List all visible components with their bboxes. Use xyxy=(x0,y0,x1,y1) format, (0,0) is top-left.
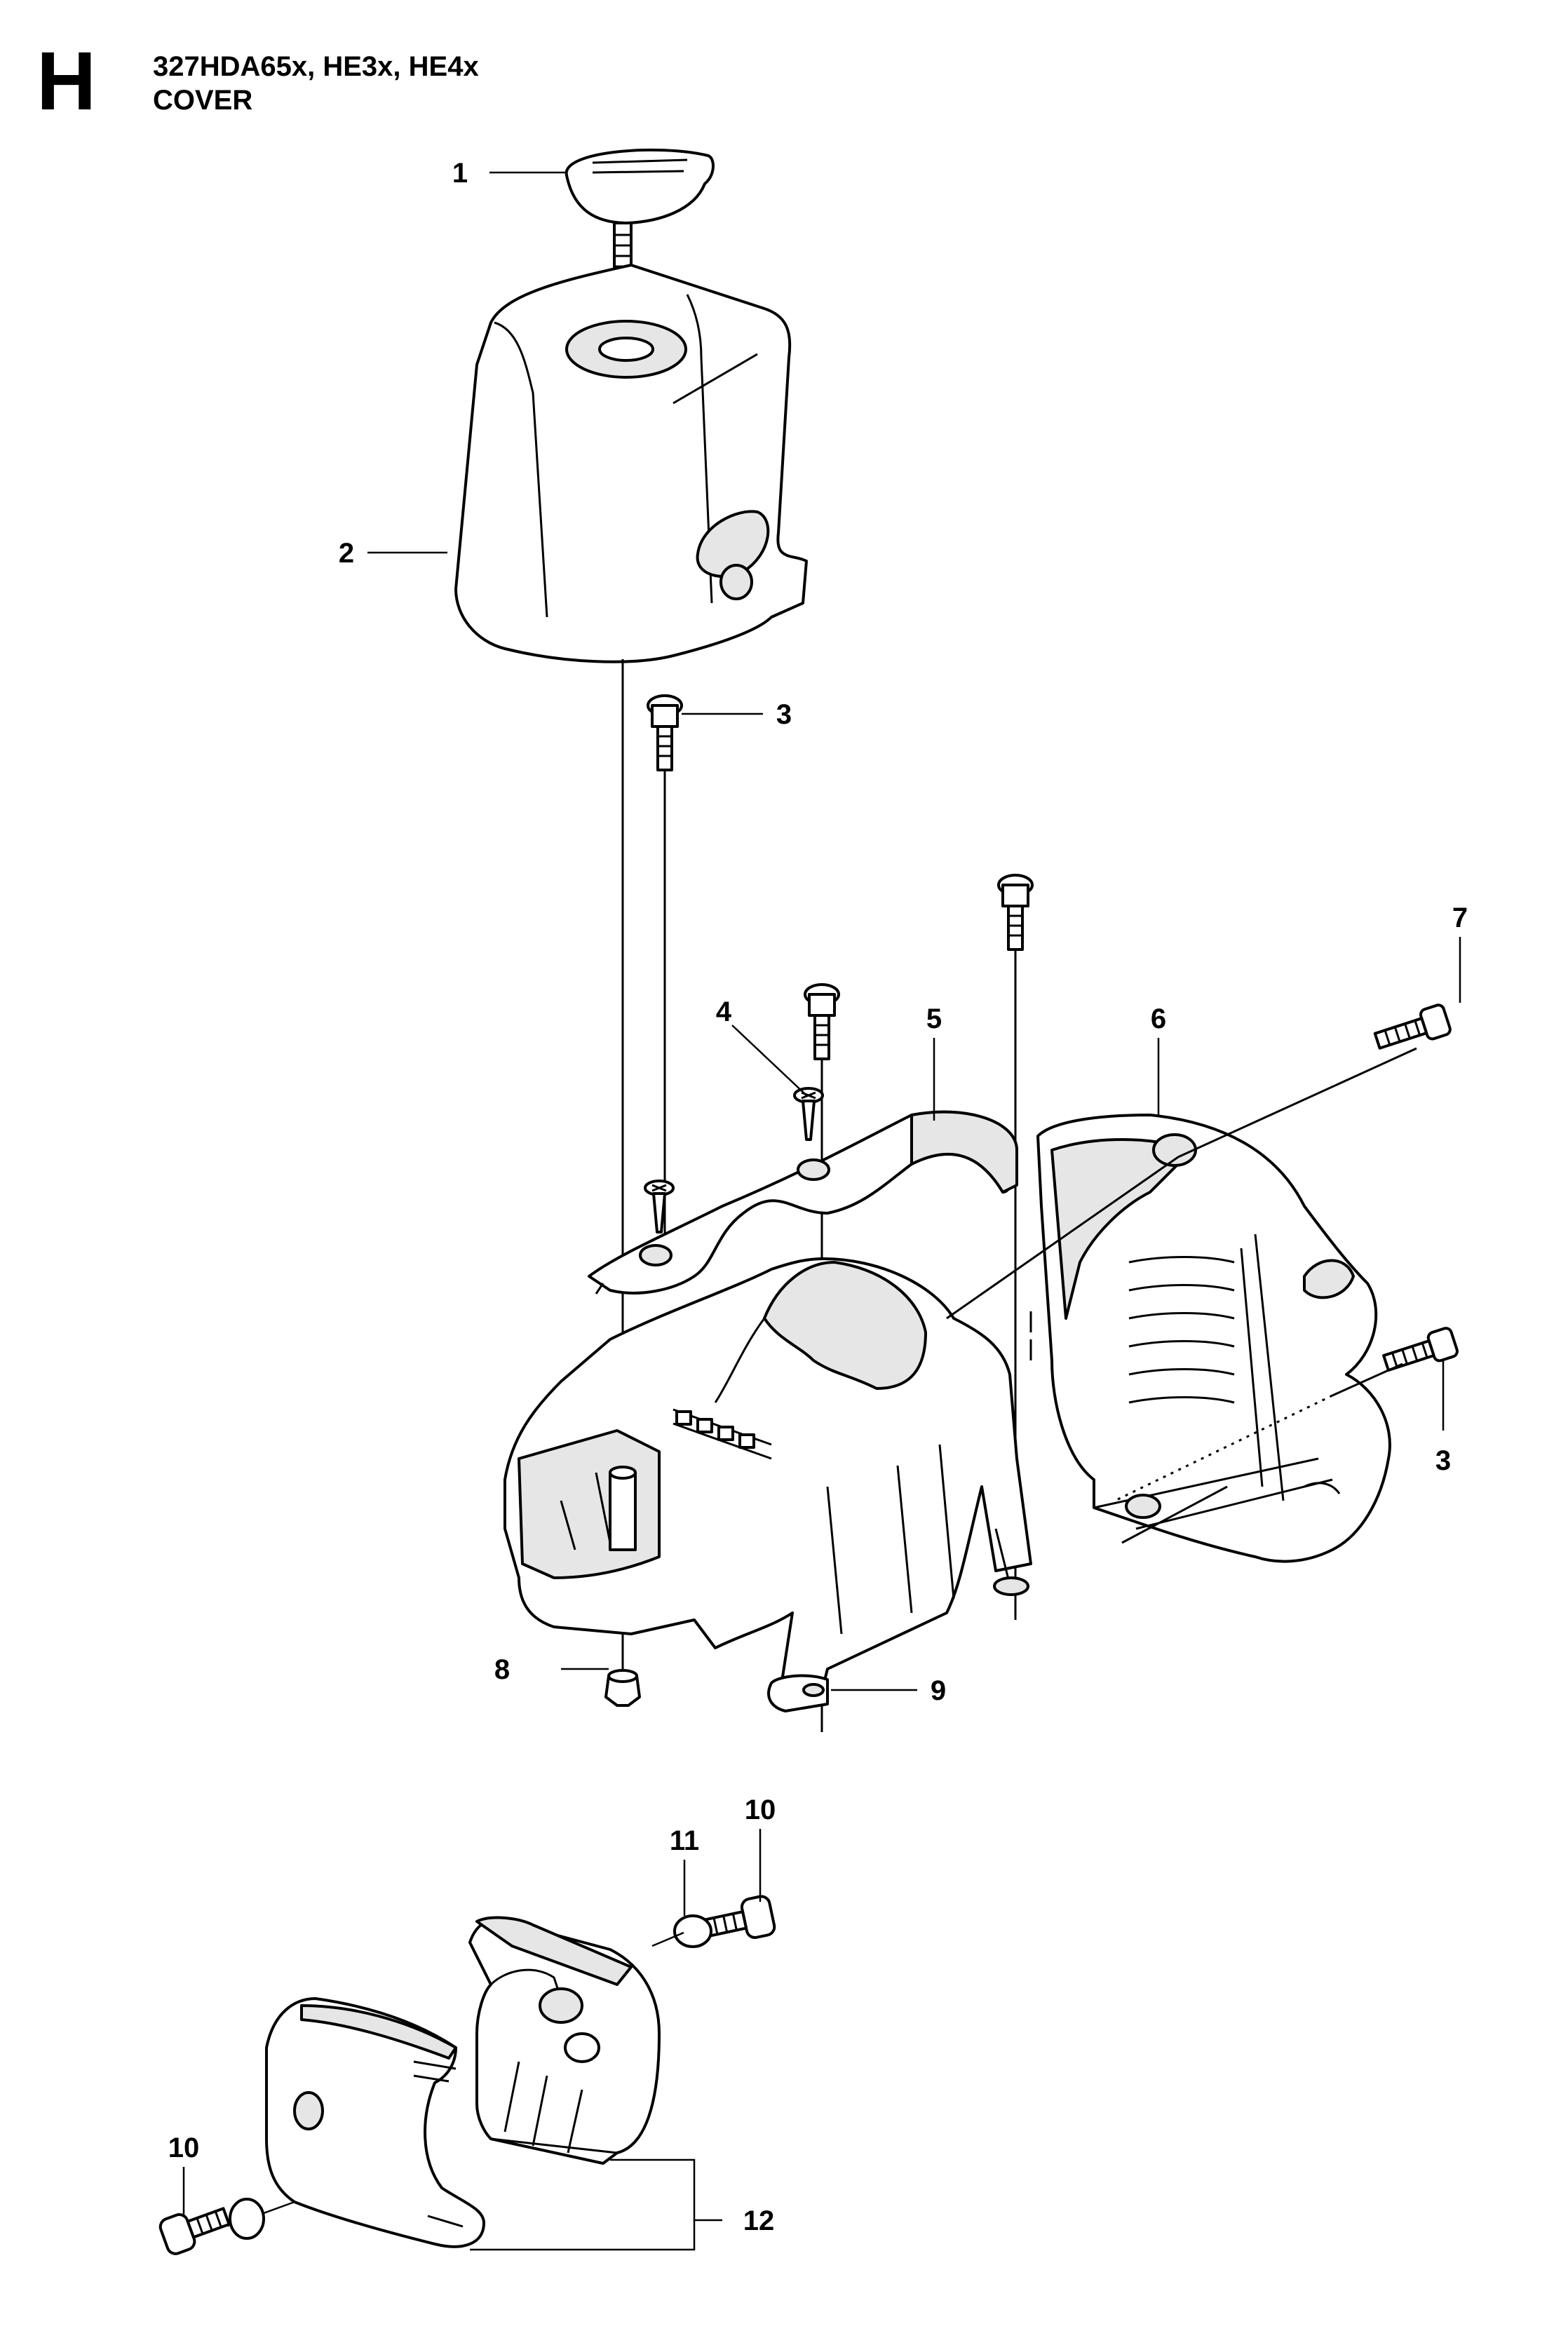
callouts: 1 2 3 3 4 5 6 7 8 9 10 10 11 12 xyxy=(168,158,1468,2236)
callout-2: 2 xyxy=(339,538,354,569)
callout-7: 7 xyxy=(1452,903,1468,933)
part-5-handle-bracket xyxy=(588,1110,1018,1295)
part-12-rear-cover xyxy=(468,1916,661,2165)
part-10-screw-right xyxy=(704,1895,776,1939)
part-4-screw-b xyxy=(644,1180,675,1234)
part-2-top-cover xyxy=(454,264,808,663)
part-1-cap-knob xyxy=(565,148,715,281)
callout-9: 9 xyxy=(931,1675,946,1706)
part-12-front-cover xyxy=(265,1997,485,2248)
model-list: 327HDA65x, HE3x, HE4x xyxy=(153,51,479,82)
callout-3-lower: 3 xyxy=(1435,1445,1451,1476)
callout-5: 5 xyxy=(926,1003,942,1034)
callout-12: 12 xyxy=(743,2205,775,2236)
callout-8: 8 xyxy=(494,1654,510,1685)
section-letter: H xyxy=(36,35,96,128)
part-6-side-fan-cover xyxy=(1029,1114,1391,1563)
leader-lines xyxy=(182,171,1461,2251)
callout-11: 11 xyxy=(670,1825,699,1856)
part-11-o-ring xyxy=(673,1914,712,1948)
part-4-screw-a xyxy=(793,1087,824,1141)
callout-10-upper: 10 xyxy=(745,1795,776,1825)
part-6-screw xyxy=(997,874,1034,951)
axis-line-part-3-lower xyxy=(1332,1363,1403,1397)
part-5-screw xyxy=(804,983,840,1060)
main-housing xyxy=(503,1257,1032,1712)
callout-3-upper: 3 xyxy=(776,699,792,730)
part-7-screw xyxy=(1373,1003,1452,1050)
part-8-nut xyxy=(604,1669,641,1707)
callout-4: 4 xyxy=(716,996,732,1027)
axis-line-part-6-lower xyxy=(1121,1485,1228,1544)
part-10-screw-left xyxy=(158,2207,231,2255)
axis-line-part-7-inner xyxy=(946,1156,1179,1320)
callout-6: 6 xyxy=(1151,1003,1166,1034)
part-11-o-ring-left xyxy=(229,2198,265,2240)
part-3-screw-upper xyxy=(647,694,683,771)
axis-line-part-7 xyxy=(1177,1047,1417,1158)
section-title: COVER xyxy=(153,85,252,116)
callout-1: 1 xyxy=(452,158,468,189)
callout-10-lower: 10 xyxy=(168,2133,200,2163)
part-3-screw-lower xyxy=(1382,1327,1459,1372)
